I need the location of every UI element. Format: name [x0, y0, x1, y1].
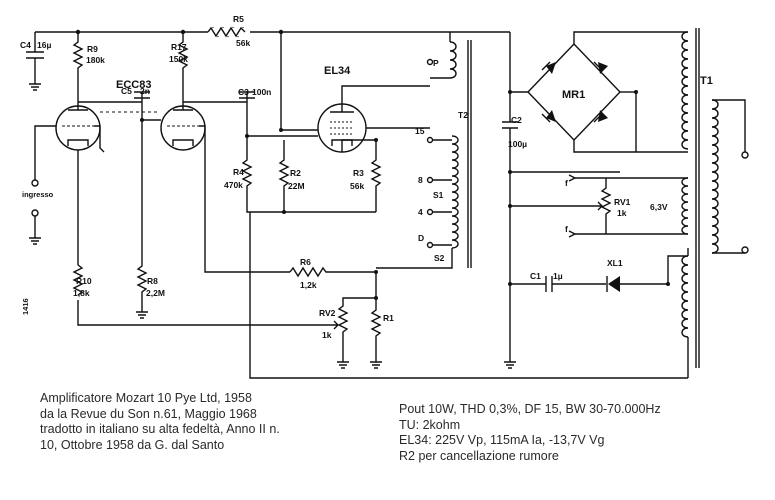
r10-ref: R10: [76, 276, 92, 286]
c3-capacitor: [183, 91, 255, 136]
r17-value: 150k: [169, 54, 188, 64]
t2-core: [467, 40, 472, 268]
rv1-value: 1k: [617, 208, 627, 218]
c4-ref: C4: [20, 40, 31, 50]
heater-voltage: 6,3V: [650, 202, 668, 212]
r6-value: 1,2k: [300, 280, 317, 290]
spec-caption: Pout 10W, THD 0,3%, DF 15, BW 30-70.000H…: [399, 402, 661, 464]
heater-f-top: f: [565, 178, 568, 188]
t2-ref: T2: [458, 110, 468, 120]
spec-line: Pout 10W, THD 0,3%, DF 15, BW 30-70.000H…: [399, 402, 661, 416]
r3-ref: R3: [353, 168, 364, 178]
c5-capacitor: [78, 91, 150, 255]
terminal-8: 8: [418, 175, 423, 185]
r4-value: 470k: [224, 180, 243, 190]
r8-resistor: [136, 255, 148, 319]
r2-value: 22M: [288, 181, 305, 191]
xl1-ref: XL1: [607, 258, 623, 268]
terminal-p: P: [433, 58, 439, 68]
r8-ref: R8: [147, 276, 158, 286]
r4-resistor: [241, 136, 376, 213]
xl1-diode: [608, 276, 620, 292]
c1-capacitor: [510, 276, 606, 292]
caption-line: Amplificatore Mozart 10 Pye Ltd, 1958: [40, 391, 252, 405]
c5-ref: C5: [121, 86, 132, 96]
t1-primary-winding: [711, 99, 719, 254]
spec-line: EL34: 225V Vp, 115mA Ia, -13,7V Vg: [399, 433, 605, 447]
ecc83-triode-right: [160, 105, 206, 151]
rv1-ref: RV1: [614, 197, 631, 207]
c4-capacitor: [26, 51, 44, 59]
r1-resistor: [370, 272, 382, 369]
r10-resistor: [72, 264, 84, 296]
r5-ref: R5: [233, 14, 244, 24]
c2-value: 100µ: [508, 139, 527, 149]
c4-value: 16µ: [37, 40, 51, 50]
terminal-15: 15: [415, 126, 425, 136]
terminal-s1: S1: [433, 190, 444, 200]
caption-line: da la Revue du Son n.61, Maggio 1968: [40, 406, 257, 421]
r17-ref: R17: [171, 42, 187, 52]
mains-terminal-b: [741, 246, 749, 254]
r1-ref: R1: [383, 313, 394, 323]
t2-secondary-winding: [451, 135, 459, 249]
r6-resistor: [289, 266, 376, 278]
c1-value: 1µ: [553, 271, 563, 281]
r3-value: 56k: [350, 181, 364, 191]
r4-ref: R4: [233, 167, 244, 177]
r9-value: 180k: [86, 55, 105, 65]
t1-hv-winding: [681, 31, 689, 150]
source-caption: Amplificatore Mozart 10 Pye Ltd, 1958 da…: [40, 391, 280, 453]
c4-ground: [29, 58, 41, 91]
r17-resistor: [177, 32, 189, 95]
input-label: ingresso: [22, 190, 54, 199]
c3-ref: C3: [238, 87, 249, 97]
mains-terminal-a: [741, 151, 749, 159]
c2-ref: C2: [511, 115, 522, 125]
ecc83-ref: ECC83: [116, 79, 151, 91]
r3-resistor: [370, 140, 382, 212]
heater-f-bottom: f: [565, 224, 568, 234]
mr1-ref: MR1: [562, 89, 585, 101]
r2-resistor: [278, 140, 290, 212]
el34-ref: EL34: [324, 65, 351, 77]
t2-primary-winding: [449, 41, 457, 79]
spec-line: R2 per cancellazione rumore: [399, 448, 559, 463]
r10-value: 1,8k: [73, 288, 90, 298]
c2-capacitor: [502, 32, 518, 362]
rv2-value: 1k: [322, 330, 332, 340]
terminal-4: 4: [418, 207, 423, 217]
terminal-s2: S2: [434, 253, 445, 263]
r9-ref: R9: [87, 44, 98, 54]
caption-line: 10, Ottobre 1958 da G. dal Santo: [40, 437, 225, 452]
r5-value: 56k: [236, 38, 250, 48]
c3-value: 100n: [252, 87, 271, 97]
caption-line: tradotto in italiano su alta fedeltà, An…: [40, 422, 280, 436]
c5-value: 2n: [140, 86, 150, 96]
r9-resistor: [72, 32, 84, 95]
r2-ref: R2: [290, 168, 301, 178]
t1-core: [695, 28, 700, 368]
r8-value: 2,2M: [146, 288, 165, 298]
t1-bias-winding: [681, 255, 689, 338]
rv1-potentiometer: [600, 178, 612, 234]
ecc83-triode-left: [55, 105, 101, 151]
rv2-ref: RV2: [319, 308, 336, 318]
t1-heater-winding: [681, 177, 689, 235]
rv2-potentiometer: [337, 297, 376, 352]
c1-ref: C1: [530, 271, 541, 281]
sheet-id: 1416: [21, 298, 30, 315]
input-terminal: [31, 179, 39, 187]
r6-ref: R6: [300, 257, 311, 267]
t1-ref: T1: [700, 75, 713, 87]
terminal-d: D: [418, 233, 424, 243]
spec-line: TU: 2kohm: [399, 417, 461, 432]
